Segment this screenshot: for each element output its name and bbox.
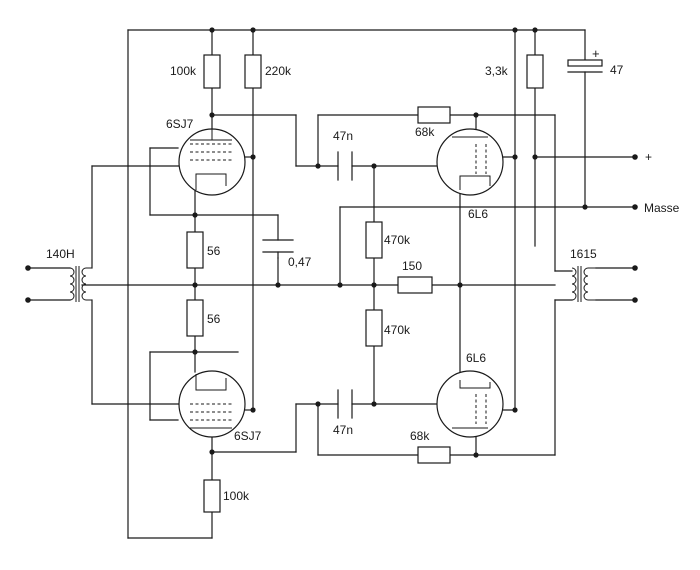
- resistors: [186, 54, 544, 513]
- label-47: 47: [610, 63, 624, 77]
- tube-6l6-bottom: [436, 370, 504, 438]
- transformer-input-140h: [69, 266, 92, 302]
- transformer-output-1615: [571, 266, 596, 302]
- resistor-220k: [244, 54, 262, 89]
- label-0-47: 0,47: [288, 255, 312, 269]
- label-68k-top: 68k: [415, 125, 435, 139]
- label-6l6-bottom: 6L6: [466, 351, 486, 365]
- resistor-56-top: [186, 231, 204, 269]
- label-56-top: 56: [207, 244, 221, 258]
- junction-dots: [25, 27, 638, 458]
- resistor-470k-bottom: [365, 309, 383, 347]
- resistor-150: [397, 276, 433, 294]
- label-6sj7-bottom: 6SJ7: [234, 429, 262, 443]
- label-100k-bottom: 100k: [223, 489, 250, 503]
- label-150: 150: [402, 259, 422, 273]
- label-cap-plus: +: [592, 46, 600, 61]
- label-220k: 220k: [265, 64, 292, 78]
- label-56-bottom: 56: [207, 312, 221, 326]
- label-470k-top: 470k: [384, 233, 411, 247]
- tube-6sj7-top: [178, 128, 246, 196]
- resistor-100k-top: [203, 54, 221, 89]
- label-100k-top: 100k: [170, 64, 197, 78]
- label-68k-bottom: 68k: [410, 429, 430, 443]
- tube-6sj7-bottom: [178, 370, 246, 438]
- label-plus-terminal: +: [645, 150, 652, 164]
- resistor-56-bottom: [186, 299, 204, 337]
- resistor-3-3k: [526, 54, 544, 89]
- label-3-3k: 3,3k: [485, 64, 509, 78]
- label-47n-top: 47n: [333, 129, 353, 143]
- resistor-470k-top: [365, 221, 383, 259]
- capacitor-0-47: [262, 239, 294, 259]
- capacitor-47n-bottom: [337, 389, 353, 419]
- label-masse: Masse: [644, 201, 680, 215]
- labels: 100k 220k 3,3k + 47 6SJ7 68k 47n + Masse…: [46, 46, 680, 503]
- wiring: [27, 29, 636, 539]
- resistor-68k-bottom: [417, 446, 451, 464]
- capacitor-47-electrolytic: [567, 59, 603, 73]
- tube-6l6-top: [436, 128, 504, 196]
- resistor-68k-top: [417, 106, 451, 124]
- capacitor-47n-top: [337, 151, 353, 181]
- capacitors: [262, 59, 603, 419]
- label-1615: 1615: [570, 247, 597, 261]
- label-6l6-top: 6L6: [468, 207, 488, 221]
- label-140h: 140H: [46, 247, 75, 261]
- label-6sj7-top: 6SJ7: [166, 117, 194, 131]
- label-47n-bottom: 47n: [333, 423, 353, 437]
- label-470k-bottom: 470k: [384, 323, 411, 337]
- resistor-100k-bottom: [203, 479, 221, 513]
